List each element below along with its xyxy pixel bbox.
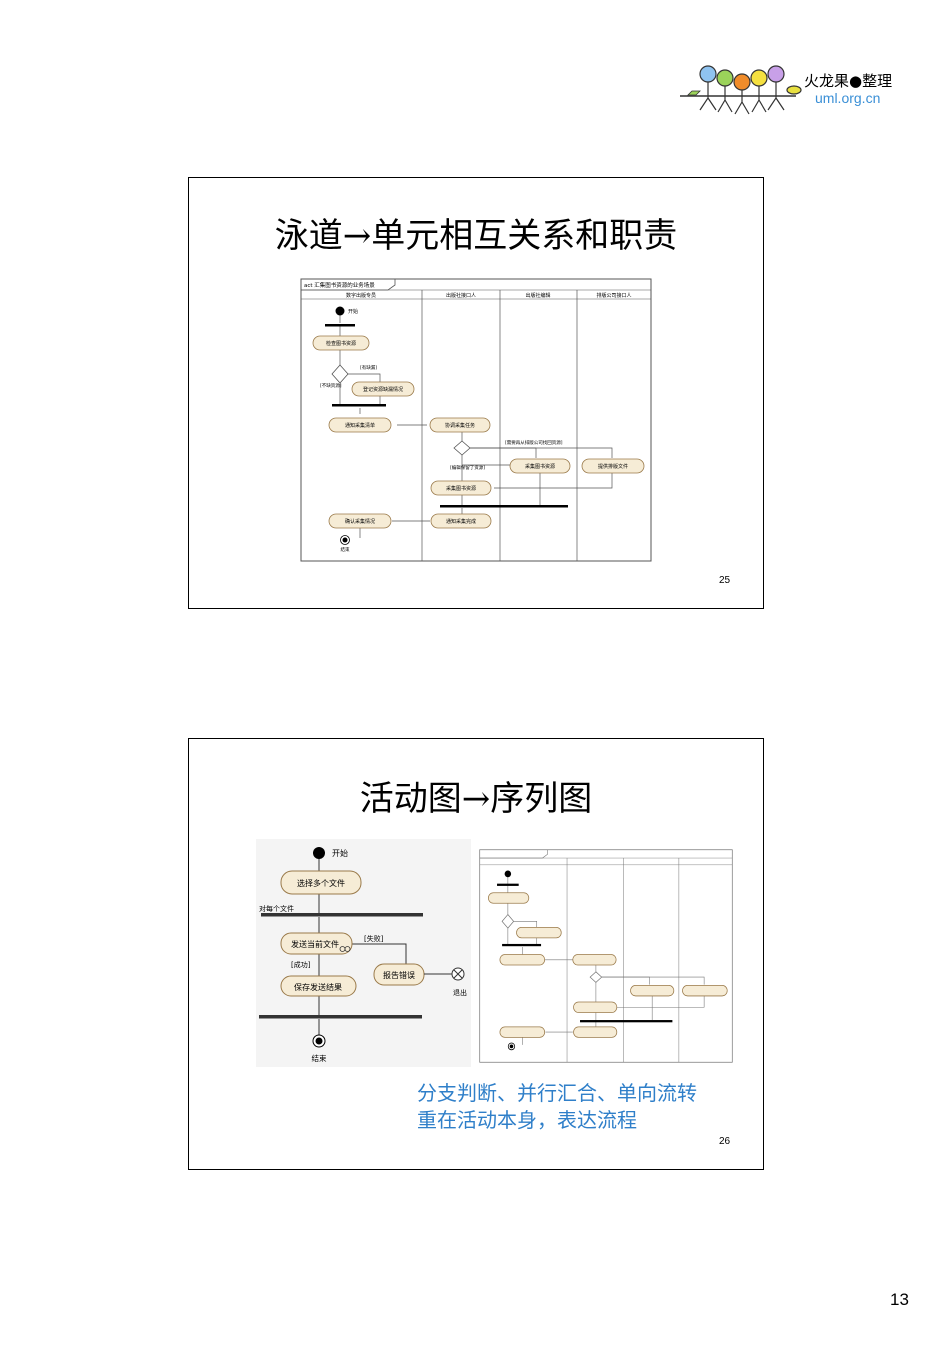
svg-text:检查图书资源: 检查图书资源 — [326, 340, 356, 347]
activity-diagram: 开始 选择多个文件 对每个文件 发送当前文件 [失败] [成功] 报告错误 退出… — [256, 839, 471, 1067]
svg-text:提供排版文件: 提供排版文件 — [598, 463, 628, 470]
start-node — [313, 847, 325, 859]
svg-text:登记资源缺漏情况: 登记资源缺漏情况 — [363, 386, 403, 393]
caption-line-1: 分支判断、并行汇合、单向流转 — [417, 1081, 697, 1105]
activity-node — [581, 458, 645, 474]
svg-text:[有缺漏]: [有缺漏] — [360, 364, 377, 371]
svg-text:通知采集完成: 通知采集完成 — [446, 518, 476, 525]
svg-text:结束: 结束 — [312, 1053, 327, 1063]
slide-number: 26 — [719, 1136, 731, 1147]
svg-text:通知采集清单: 通知采集清单 — [345, 422, 375, 429]
activity-node — [328, 417, 392, 433]
svg-text:选择多个文件: 选择多个文件 — [297, 878, 345, 888]
svg-text:退出: 退出 — [453, 988, 467, 997]
svg-text:[失败]: [失败] — [364, 934, 384, 943]
frame-label: act 汇集图书资源的业务场景 — [304, 281, 375, 289]
activity-node — [430, 480, 492, 496]
slide-26: 活动图→序列图 开始 选择多个文件 对每个文件 发送当前文件 [失败] [成功]… — [188, 738, 764, 1170]
swimlane-diagram: act 汇集图书资源的业务场景 数字出版专员 出版社接口人 出版社编辑 排版公司… — [300, 278, 652, 562]
activity-node — [429, 417, 491, 433]
slide-title: 泳道→单元相互关系和职责 — [274, 216, 678, 256]
save-result-node — [280, 975, 357, 997]
svg-text:[成功]: [成功] — [291, 960, 311, 969]
slide-number: 25 — [719, 575, 731, 586]
svg-text:[编辑保留了资源]: [编辑保留了资源] — [450, 464, 485, 471]
logo-text-en: uml.org.cn — [815, 90, 881, 106]
slide-title: 活动图→序列图 — [359, 779, 593, 819]
svg-text:对每个文件: 对每个文件 — [259, 904, 294, 913]
lane-2: 出版社接口人 — [446, 292, 476, 299]
caption: 分支判断、并行汇合、单向流转 重在活动本身，表达流程 — [417, 1080, 697, 1134]
caption-line-2: 重在活动本身，表达流程 — [417, 1108, 637, 1132]
svg-text:发送当前文件: 发送当前文件 — [291, 939, 339, 949]
svg-text:[不缺资源]: [不缺资源] — [320, 382, 342, 389]
svg-text:确认采集情况: 确认采集情况 — [345, 518, 375, 525]
select-files-node — [280, 870, 362, 895]
activity-node — [312, 335, 370, 351]
send-file-node — [280, 932, 353, 955]
lane-4: 排版公司接口人 — [596, 292, 631, 299]
start-node — [335, 306, 345, 316]
svg-text:采集图书资源: 采集图书资源 — [446, 485, 476, 492]
decision-node — [331, 364, 349, 384]
svg-text:开始: 开始 — [348, 308, 358, 315]
svg-text:保存发送结果: 保存发送结果 — [294, 982, 342, 992]
svg-text:协调采集任务: 协调采集任务 — [445, 422, 475, 429]
swimlane-thumbnail — [479, 849, 733, 1063]
activity-node — [328, 513, 392, 529]
svg-text:结束: 结束 — [341, 546, 350, 553]
lane-1: 数字出版专员 — [346, 292, 376, 299]
logo-figures-icon — [680, 65, 802, 115]
svg-text:报告错误: 报告错误 — [383, 970, 415, 980]
slide-25: 泳道→单元相互关系和职责 act 汇集图书资源的业务场景 数字出版专员 出版社接… — [188, 177, 764, 609]
svg-text:采集图书资源: 采集图书资源 — [525, 463, 555, 470]
svg-text:开始: 开始 — [332, 848, 348, 858]
page-number: 13 — [890, 1290, 909, 1309]
lane-3: 出版社编辑 — [525, 292, 550, 299]
activity-node — [430, 513, 492, 529]
activity-node — [351, 381, 415, 397]
logo: 火龙果●整理 uml.org.cn — [678, 60, 918, 120]
activity-node — [509, 458, 571, 474]
svg-text:[需要再从排版公司找回资源]: [需要再从排版公司找回资源] — [505, 439, 563, 446]
decision-node — [453, 440, 471, 456]
logo-text-cn: 火龙果●整理 — [804, 72, 893, 90]
